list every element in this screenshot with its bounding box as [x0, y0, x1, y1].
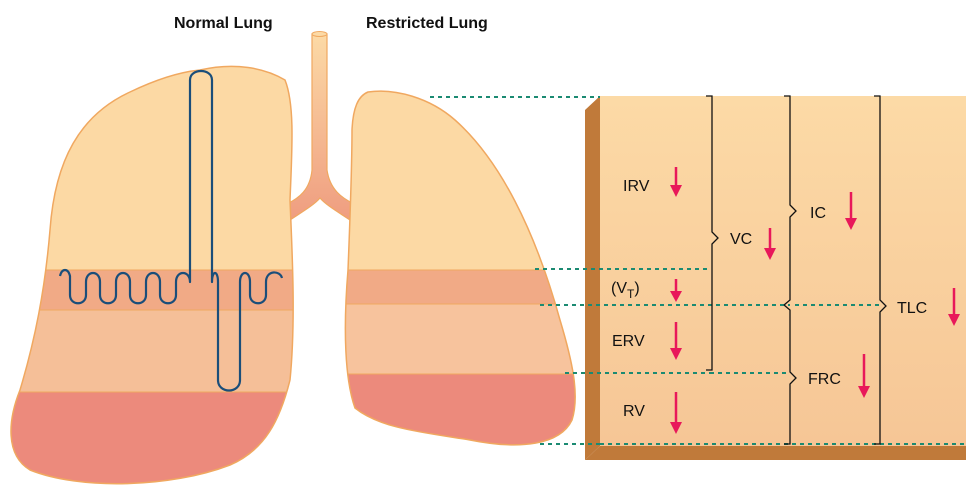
box-face	[600, 96, 966, 446]
vc-label: VC	[730, 231, 752, 248]
box-side	[585, 96, 600, 460]
rv-label: RV	[623, 403, 645, 420]
irv-label: IRV	[623, 178, 650, 195]
ic-label: IC	[810, 205, 826, 222]
normal-lung-title: Normal Lung	[174, 15, 273, 32]
trachea	[287, 32, 354, 221]
restricted-lung	[330, 80, 590, 464]
frc-label: FRC	[808, 371, 841, 388]
box-bottom	[585, 446, 966, 460]
vt-open: (V	[611, 280, 627, 297]
vt-close: )	[634, 280, 639, 297]
erv-label: ERV	[612, 333, 645, 350]
tlc-label: TLC	[897, 300, 927, 317]
normal-lung	[0, 60, 310, 489]
restricted-lung-title: Restricted Lung	[366, 15, 488, 32]
